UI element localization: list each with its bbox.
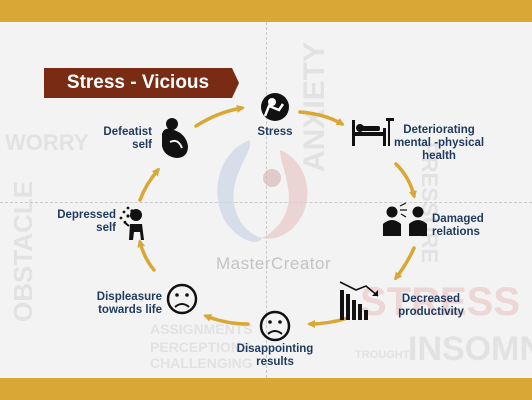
top-gold-bar xyxy=(0,0,532,22)
sad-face-icon xyxy=(259,310,291,342)
arrow-displeasure-to-depressed xyxy=(137,239,156,272)
stage-label-decreased: Decreased productivity xyxy=(398,293,464,318)
bg-word: WORRY xyxy=(5,130,89,155)
arrow-defeatist-to-stress xyxy=(194,104,245,128)
stress-icon xyxy=(261,93,289,121)
two-people-icon xyxy=(383,202,427,236)
hospital-bed-icon xyxy=(352,118,394,146)
bg-word: ASSIGNMENTS xyxy=(150,321,253,337)
arrow-stress-to-deteriorating xyxy=(298,110,345,126)
stage-label-damaged: Damaged relations xyxy=(432,213,484,238)
watermark-text: MasterCreator xyxy=(216,254,332,273)
curled-figure-icon xyxy=(162,118,188,158)
stage-label-deteriorating: Deteriorating mental -physical health xyxy=(393,124,485,162)
title-banner: Stress - Vicious Cycle xyxy=(44,68,239,98)
arrow-disappointing-to-displeasure xyxy=(203,314,250,326)
stage-label-depressed: Depressed self xyxy=(57,209,116,234)
arrow-depressed-to-defeatist xyxy=(138,167,160,202)
bg-word: CHALLENGING xyxy=(150,355,253,371)
arrow-deteriorating-to-damaged xyxy=(394,162,417,199)
bg-word: INSOMN xyxy=(408,330,532,368)
bg-word: STRESS xyxy=(360,280,521,324)
title: Stress - Vicious Cycle xyxy=(66,72,210,93)
arrow-decreased-to-disappointing xyxy=(307,316,350,328)
stage-label-displeasure: Displeasure towards life xyxy=(96,291,162,316)
slide-panel: ASSIGNMENTS PERCEPTIONS CHALLENGING INSO… xyxy=(0,22,532,378)
arrow-damaged-to-decreased xyxy=(394,246,416,281)
stage-label-stress: Stress xyxy=(257,126,293,138)
bg-word: PERCEPTIONS xyxy=(150,339,251,355)
stage-label-defeatist: Defeatist self xyxy=(103,126,152,151)
bg-word: TROUGHT xyxy=(355,349,410,361)
guide-line-vertical xyxy=(266,22,267,378)
frown-face-icon xyxy=(166,283,198,315)
bottom-gold-bar xyxy=(0,378,532,400)
depressed-person-icon xyxy=(119,206,144,240)
stage-label-disappointing: Disappointing results xyxy=(236,343,314,368)
falling-bar-chart-icon xyxy=(339,281,379,320)
